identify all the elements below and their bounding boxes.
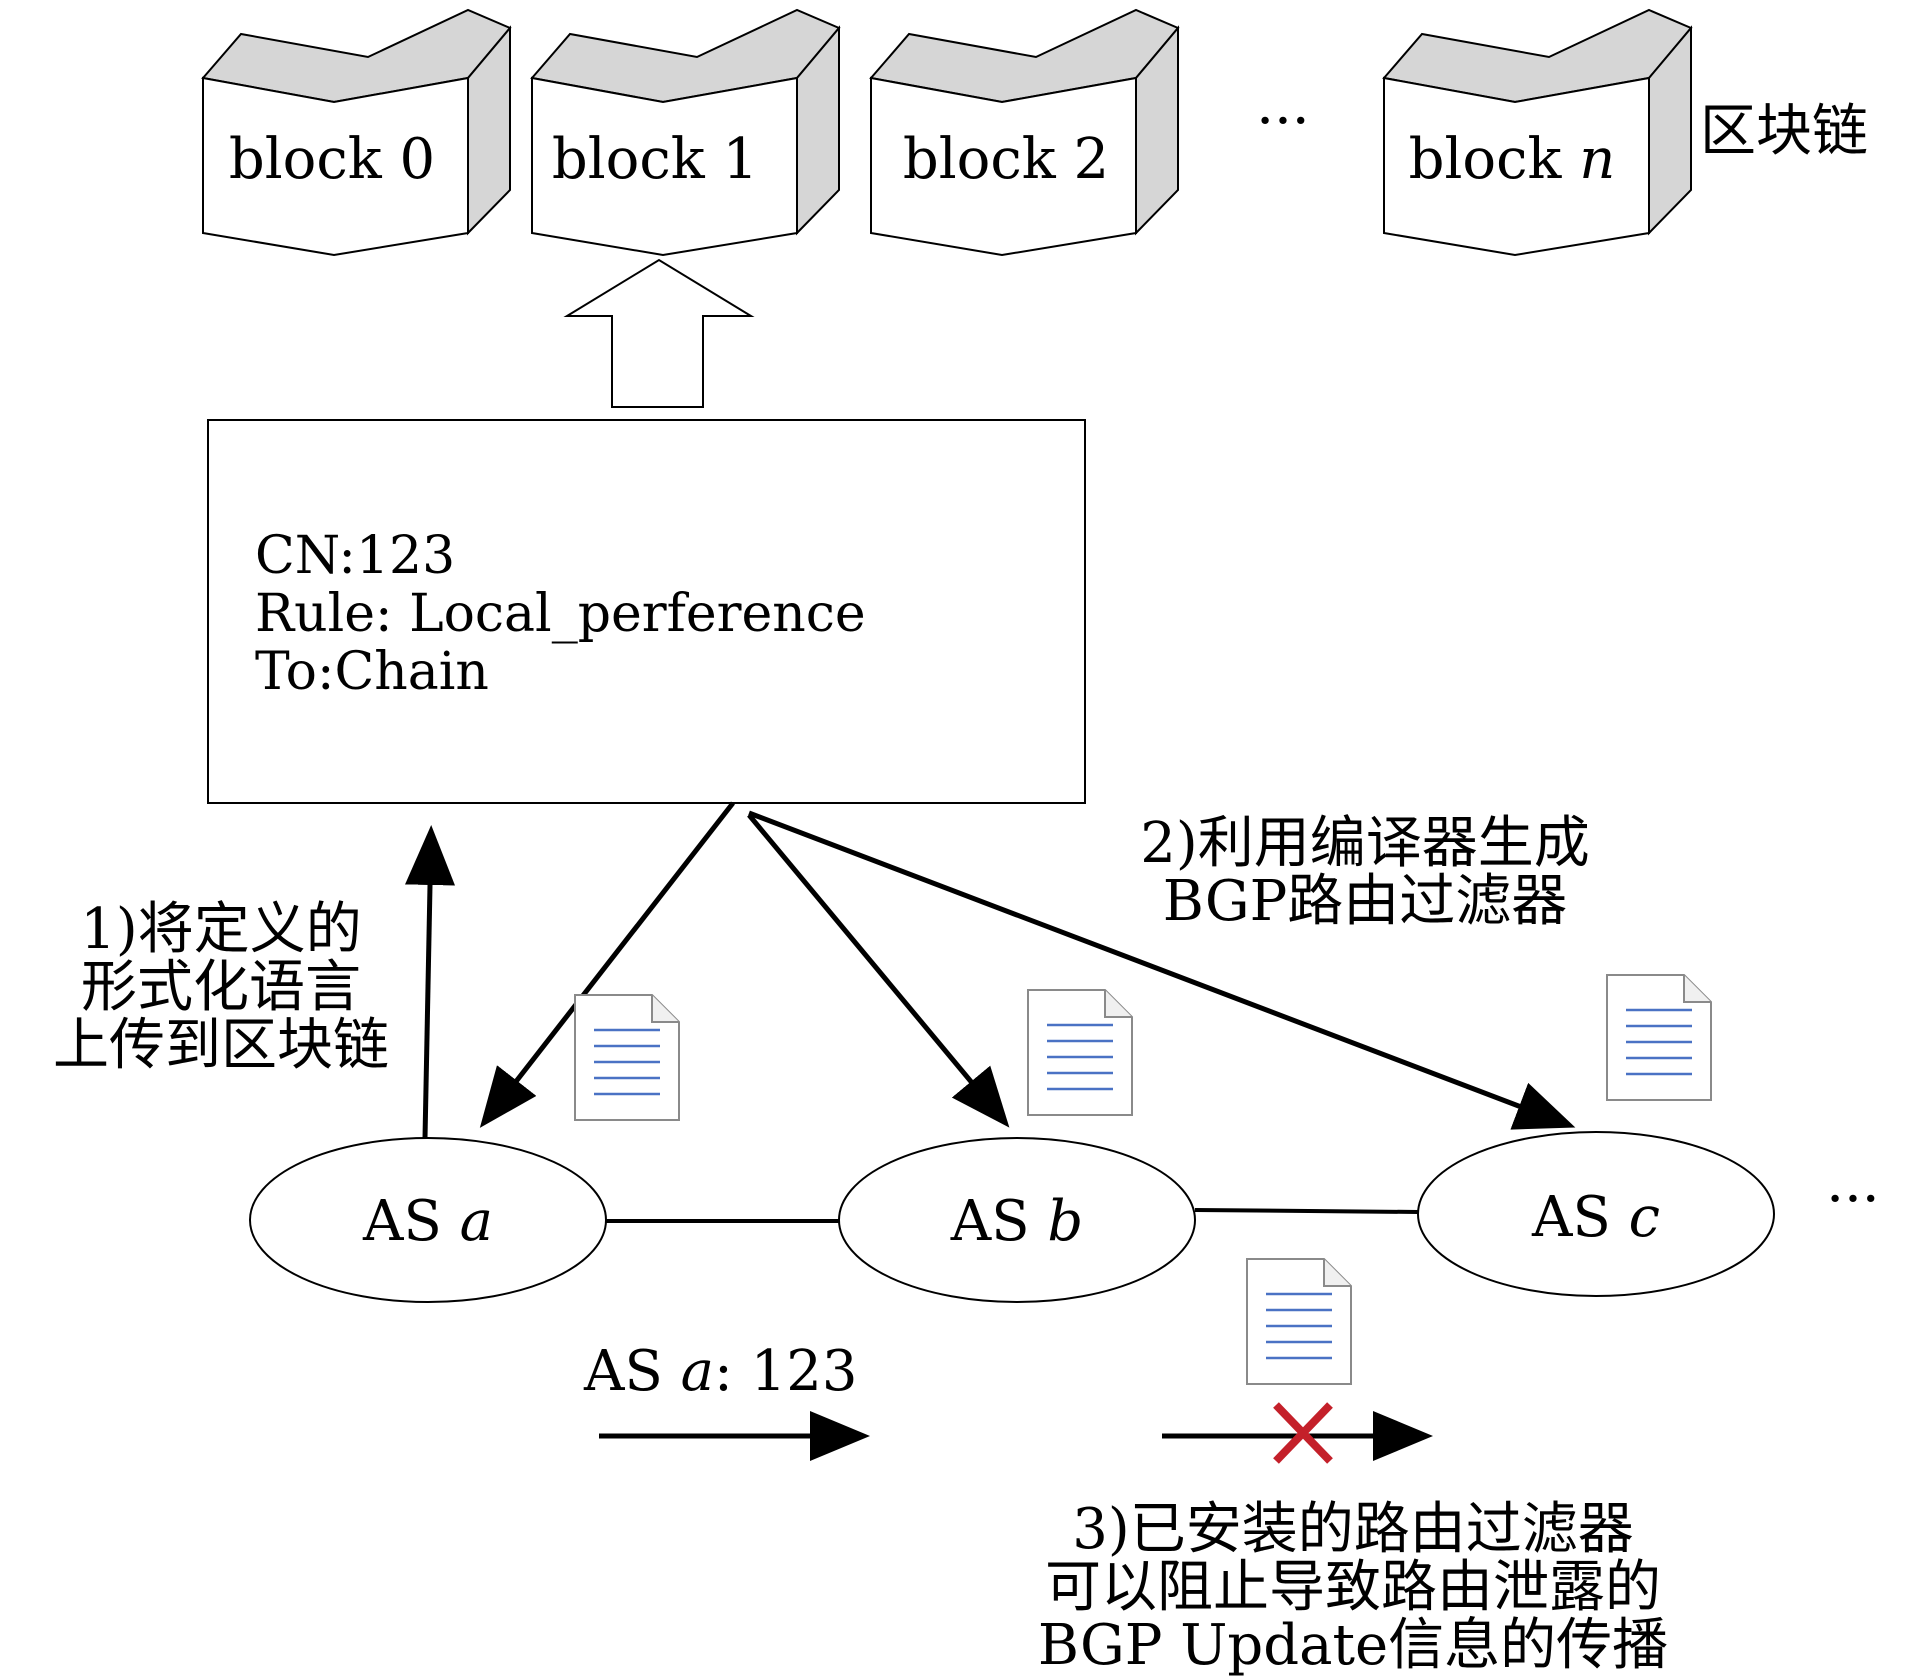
step1-text: 1)将定义的 形式化语言 上传到区块链: [53, 897, 389, 1078]
chain-ellipsis: ···: [1256, 89, 1309, 154]
step2-text: 2)利用编译器生成 BGP路由过滤器: [1140, 811, 1589, 934]
block-1-label: block 1: [552, 127, 758, 192]
block-2: block 2: [869, 8, 1180, 257]
svg-text:形式化语言: 形式化语言: [81, 955, 361, 1020]
blocked-x-icon: [1273, 1402, 1333, 1464]
upload-hollow-arrow: [563, 258, 755, 408]
document-icon: [1246, 1258, 1352, 1385]
svg-text:上传到区块链: 上传到区块链: [53, 1013, 389, 1078]
block-n: block n: [1382, 8, 1693, 257]
upload-arrow: [405, 825, 456, 1139]
block-0-label: block 0: [229, 127, 435, 192]
block-2-label: block 2: [903, 127, 1109, 192]
rule-line-rule: Rule: Local_perference: [255, 584, 866, 644]
svg-text:AS c: AS c: [1531, 1185, 1660, 1250]
rule-line-to: To:Chain: [255, 642, 489, 702]
as-node-b: AS b: [838, 1137, 1196, 1303]
svg-text:AS a: AS a: [362, 1189, 493, 1254]
distribute-arrow-c: [748, 810, 1576, 1130]
block-n-label: block n: [1409, 127, 1616, 192]
rule-line-cn: CN:123: [255, 526, 455, 586]
svg-text:1)将定义的: 1)将定义的: [80, 897, 361, 962]
svg-text:AS b: AS b: [950, 1189, 1083, 1254]
as-node-a: AS a: [249, 1137, 607, 1303]
distribute-arrow-b: [747, 813, 1010, 1128]
block-0: block 0: [201, 8, 512, 257]
svg-text:BGP Update信息的传播: BGP Update信息的传播: [1038, 1613, 1668, 1677]
svg-text:BGP路由过滤器: BGP路由过滤器: [1163, 869, 1568, 934]
blockchain-label: 区块链: [1700, 99, 1868, 164]
step3-text: 3)已安装的路由过滤器 可以阻止导致路由泄露的 BGP Update信息的传播: [1038, 1497, 1668, 1677]
document-icon: [1027, 989, 1133, 1116]
document-icon: [1606, 974, 1712, 1101]
announcement-label: AS a: 123: [583, 1339, 858, 1404]
distribute-arrow-a: [479, 801, 735, 1128]
svg-text:2)利用编译器生成: 2)利用编译器生成: [1140, 811, 1589, 876]
block-1: block 1: [530, 8, 841, 257]
svg-text:3)已安装的路由过滤器: 3)已安装的路由过滤器: [1072, 1497, 1633, 1562]
nodes-ellipsis: ···: [1826, 1167, 1879, 1232]
link-b-c: [1194, 1208, 1419, 1214]
rule-box: [207, 419, 1086, 804]
svg-text:可以阻止导致路由泄露的: 可以阻止导致路由泄露的: [1045, 1555, 1661, 1620]
document-icon: [574, 994, 680, 1121]
as-node-c: AS c: [1417, 1131, 1775, 1297]
